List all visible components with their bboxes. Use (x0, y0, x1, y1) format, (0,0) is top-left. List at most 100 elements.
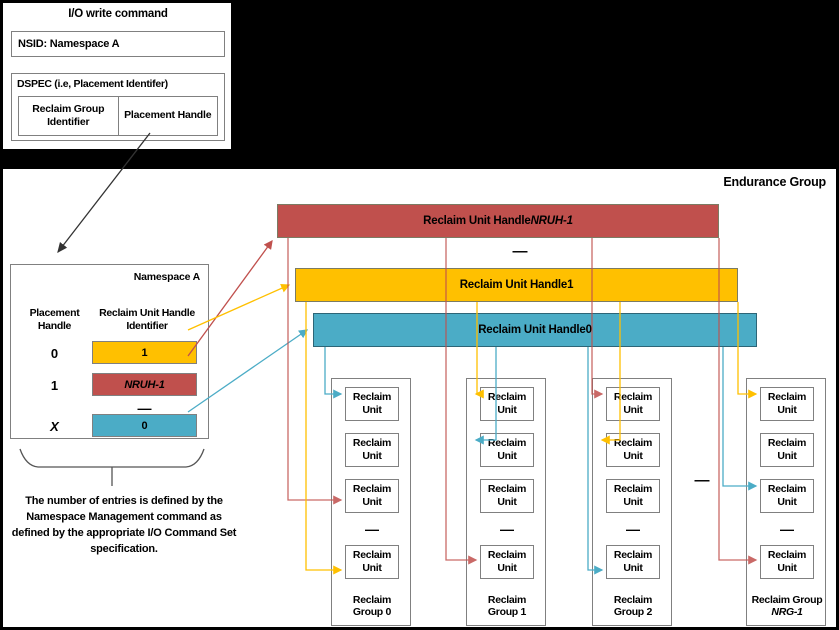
rg-name-line1: Reclaim (487, 593, 527, 606)
reclaim-group-horizontal-ellipsis: — (694, 472, 710, 489)
reclaim-unit-handle-bar-0[interactable]: Reclaim Unit Handle 0 (313, 313, 757, 347)
reclaim-unit-line2: Unit (362, 450, 382, 462)
namespace-row: 0 1 (11, 341, 210, 367)
namespace-row: 1 NRUH-1 (11, 373, 210, 399)
reclaim-group-ellipsis: — (626, 521, 640, 537)
namespace-row: X 0 (11, 414, 210, 440)
dspec-cell-reclaim-group-identifier: Reclaim Group Identifier (18, 96, 118, 136)
reclaim-unit-line1: Reclaim (487, 391, 527, 404)
reclaim-unit-line1: Reclaim (352, 437, 392, 450)
rg-name-line1: Reclaim (613, 593, 653, 606)
rg-name-line2: NRG-1 (771, 606, 803, 619)
nsid-field: NSID: Namespace A (11, 31, 225, 57)
reclaim-unit-line2: Unit (777, 450, 797, 462)
reclaim-unit-line1: Reclaim (487, 437, 527, 450)
reclaim-group-ellipsis: — (780, 521, 794, 537)
rg-name-line1: Reclaim Group (751, 593, 823, 606)
dspec-box: DSPEC (i.e, Placement Identifer) Reclaim… (11, 73, 225, 141)
reclaim-unit-line1: Reclaim (613, 483, 653, 496)
reclaim-unit-line1: Reclaim (767, 483, 807, 496)
reclaim-unit-line1: Reclaim (613, 391, 653, 404)
reclaim-unit-line1: Reclaim (487, 549, 527, 562)
dspec-col-1-label: Placement Handle (124, 109, 212, 122)
reclaim-group-ellipsis: — (365, 521, 379, 537)
io-write-command-card: I/O write command NSID: Namespace A DSPE… (2, 2, 232, 150)
reclaim-unit-line1: Reclaim (767, 549, 807, 562)
reclaim-group-ellipsis: — (500, 521, 514, 537)
ruh-bar-id: 1 (567, 279, 574, 291)
reclaim-unit-line2: Unit (623, 562, 643, 574)
reclaim-unit-line2: Unit (777, 496, 797, 508)
namespace-a-table: Namespace A Placement Handle Reclaim Uni… (10, 264, 209, 439)
reclaim-unit-line1: Reclaim (352, 483, 392, 496)
rg-name-line1: Reclaim (352, 593, 392, 606)
reclaim-unit-line2: Unit (623, 496, 643, 508)
namespace-entries-caption: The number of entries is defined by the … (11, 495, 237, 555)
reclaim-unit-line2: Unit (362, 562, 382, 574)
ruh-vertical-ellipsis: — (512, 243, 528, 260)
ruh-bar-prefix: Reclaim Unit Handle (478, 324, 586, 336)
dspec-label: DSPEC (i.e, Placement Identifer) (17, 78, 168, 90)
ruh-bar-prefix: Reclaim Unit Handle (423, 215, 531, 227)
reclaim-unit-handle-bar-nruh-1[interactable]: Reclaim Unit Handle NRUH-1 (277, 204, 719, 238)
reclaim-unit-line2: Unit (497, 450, 517, 462)
reclaim-unit-line2: Unit (623, 450, 643, 462)
reclaim-unit-line2: Unit (497, 562, 517, 574)
namespace-header-ruh-identifier: Reclaim Unit Handle Identifier (99, 307, 195, 333)
namespace-vertical-ellipsis: — (137, 400, 152, 416)
placement-handle-value: 0 (50, 346, 59, 361)
ruh-bar-id: 0 (585, 324, 592, 336)
reclaim-unit-line1: Reclaim (352, 549, 392, 562)
placement-handle-value: 1 (50, 378, 59, 393)
dspec-col-0-label: Reclaim Group Identifier (32, 102, 105, 128)
rg-name-line2: Group 0 (352, 606, 392, 619)
ruh-identifier-cell[interactable]: 0 (92, 414, 197, 437)
placement-handle-value: X (50, 419, 59, 434)
rg-name-line2: Group 1 (487, 606, 527, 619)
reclaim-unit-line2: Unit (362, 404, 382, 416)
ruh-bar-prefix: Reclaim Unit Handle (459, 279, 568, 291)
reclaim-unit-line1: Reclaim (487, 483, 527, 496)
ruh-identifier-cell[interactable]: 1 (92, 341, 197, 364)
endurance-group-label: Endurance Group (723, 175, 826, 189)
reclaim-unit-handle-bar-1[interactable]: Reclaim Unit Handle 1 (295, 268, 738, 302)
dspec-table: Reclaim Group Identifier Placement Handl… (18, 96, 218, 136)
reclaim-unit-line2: Unit (623, 404, 643, 416)
reclaim-unit-line2: Unit (777, 404, 797, 416)
reclaim-unit-line2: Unit (497, 404, 517, 416)
dspec-cell-placement-handle: Placement Handle (117, 96, 218, 136)
ruh-identifier-cell[interactable]: NRUH-1 (92, 373, 197, 396)
reclaim-unit-line1: Reclaim (613, 549, 653, 562)
io-write-command-title: I/O write command (68, 8, 168, 20)
namespace-title: Namespace A (133, 271, 200, 283)
rg-name-line2: Group 2 (613, 606, 653, 619)
reclaim-unit-line2: Unit (497, 496, 517, 508)
reclaim-unit-line1: Reclaim (767, 437, 807, 450)
namespace-header-placement-handle: Placement Handle (29, 307, 80, 333)
reclaim-unit-line2: Unit (362, 496, 382, 508)
reclaim-unit-line1: Reclaim (613, 437, 653, 450)
